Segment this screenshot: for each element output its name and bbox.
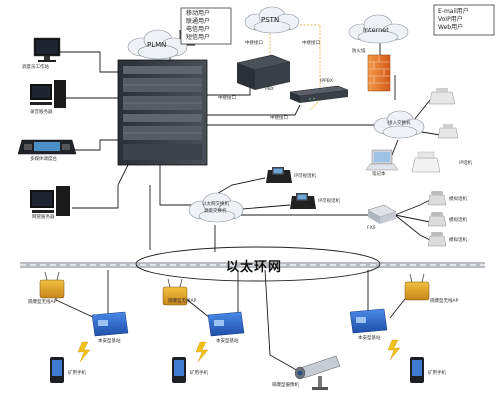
- relay-label-3: 中继接口: [218, 96, 236, 101]
- plmn-cloud-label: PLMN: [147, 41, 167, 49]
- ippbx-device: [289, 85, 349, 103]
- relay-label-4: 中继接口: [270, 116, 288, 121]
- pbx-label: PBX: [265, 87, 274, 92]
- relay-label-2: 中继接口: [302, 41, 320, 46]
- internet-users-box: [433, 4, 495, 36]
- console-label: 多媒体调度台: [30, 157, 57, 162]
- console-device: [17, 139, 77, 155]
- laptop-label: 笔记本: [372, 172, 386, 177]
- ip-video-phone-2: [290, 193, 316, 209]
- phone3-label: 矿用手机: [428, 371, 446, 376]
- analog2-label: 模拟话机: [449, 218, 467, 223]
- wireless-bolts: [77, 339, 401, 363]
- plmn-user-2: 联通用户: [186, 18, 211, 25]
- fxs-label: FXS: [367, 226, 376, 231]
- camera-label: 隔爆型摄像机: [272, 383, 299, 388]
- fxs-device: [367, 204, 397, 224]
- printer-device: [411, 151, 441, 173]
- base-station-3: [349, 308, 388, 334]
- ap2-label: 隔爆型无线AP: [168, 299, 197, 304]
- laptop-device: [365, 149, 399, 171]
- ap-device-3: [404, 273, 430, 301]
- pc3-label: 网管服务器: [32, 215, 55, 220]
- base-station-1: [91, 311, 129, 337]
- access-cloud-label: 接入交换机: [388, 121, 411, 126]
- ip-video-phone-1: [266, 167, 292, 183]
- internet-user-2: VoIP用户: [438, 16, 463, 23]
- ethernet-ring-track: [20, 262, 485, 268]
- mine-phone-3: [410, 357, 424, 383]
- pc-workstation-2: [30, 80, 66, 108]
- plmn-user-3: 电信用户: [186, 26, 211, 33]
- ippbx-label: IPPBX: [320, 79, 333, 84]
- ip-phone-device-2: [437, 124, 459, 139]
- ap-device-2: [162, 278, 188, 306]
- pc-workstation-1: [33, 37, 61, 62]
- phone1-label: 矿用手机: [68, 371, 86, 376]
- phone2-label: 矿用手机: [190, 371, 208, 376]
- camera-device: [294, 355, 341, 390]
- mine-phone-2: [172, 357, 186, 383]
- plmn-cloud: [127, 29, 188, 60]
- plmn-users-box: [180, 7, 232, 45]
- pbx-device: [236, 54, 291, 90]
- analog-phone-3: [427, 232, 447, 247]
- plmn-user-4: 短信用户: [186, 34, 211, 41]
- pc1-label: 调度员工作站: [22, 65, 49, 70]
- analog-phone-2: [427, 212, 447, 227]
- analog-phone-1: [427, 191, 447, 206]
- plmn-user-1: 移动用户: [186, 10, 211, 17]
- bs2-label: 本安型基站: [216, 339, 239, 344]
- server-rack: [117, 59, 208, 166]
- ring-title: 以太环网: [226, 260, 283, 275]
- base-station-2: [207, 311, 245, 337]
- analog1-label: 模拟话机: [449, 197, 467, 202]
- pstn-dashed-lines: [269, 24, 321, 111]
- analog3-label: 模拟话机: [449, 238, 467, 243]
- ip-phone-device: [428, 88, 456, 105]
- bs1-label: 本安型基站: [98, 339, 121, 344]
- internet-user-1: E-mail用户: [438, 8, 469, 15]
- mine-phone-1: [50, 357, 64, 383]
- ap3-label: 隔爆型无线AP: [430, 299, 459, 304]
- pstn-cloud: [244, 6, 300, 34]
- ap-device-1: [39, 271, 65, 299]
- lan-cloud-center: [188, 192, 244, 223]
- internet-cloud: [348, 14, 409, 44]
- lan-center-label: 以太网交换机: [202, 202, 229, 207]
- pc-workstation-3: [30, 186, 70, 216]
- internet-user-3: Web用户: [438, 24, 464, 31]
- firewall-label: 防火墙: [352, 49, 366, 54]
- ap1-label: 隔爆型无线AP: [28, 300, 57, 305]
- relay-label-1: 中继接口: [245, 41, 263, 46]
- ipphone2-label: IP可视话机: [318, 199, 341, 204]
- firewall-device: [367, 54, 391, 92]
- ipphone1-label: IP可视话机: [294, 174, 317, 179]
- internet-cloud-label: Internet: [363, 26, 389, 34]
- pstn-cloud-label: PSTN: [261, 16, 280, 24]
- printer-label: IP话机: [459, 161, 473, 166]
- ethernet-ring-ellipse: [135, 246, 381, 282]
- bs3-label: 本安型基站: [358, 336, 381, 341]
- pc2-label: 录音服务器: [30, 110, 53, 115]
- access-cloud-right: [373, 110, 425, 139]
- lan-center-label-2: 调度交换机: [204, 209, 227, 214]
